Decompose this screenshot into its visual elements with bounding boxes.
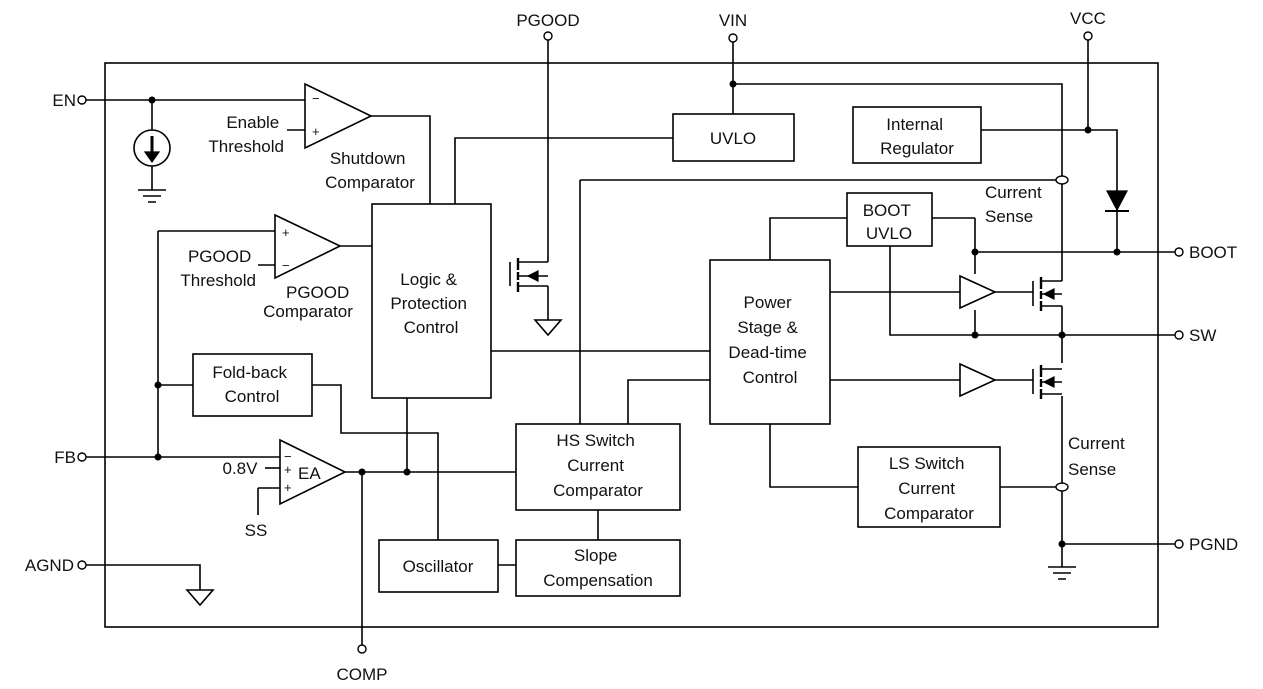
- uvlo-label: UVLO: [710, 129, 756, 148]
- shutdown-comparator: − +: [304, 82, 373, 150]
- slope-compensation-block: [515, 539, 681, 597]
- pin-terminals: [77, 31, 1184, 654]
- svg-text:+: +: [282, 225, 290, 240]
- error-amplifier: − + +: [279, 438, 347, 506]
- svg-text:+: +: [284, 462, 292, 477]
- hs-switch-comparator-block: [515, 423, 681, 511]
- enable-threshold-label: Enable Threshold: [208, 113, 284, 156]
- internal-regulator-label: Internal Regulator: [880, 115, 954, 158]
- slope-compensation-label: Slope Compensation: [543, 546, 653, 590]
- pin-vin-label: VIN: [719, 11, 747, 30]
- hs-switch-comparator-label: HS Switch Current Comparator: [553, 431, 643, 500]
- power-stage-block: [709, 259, 831, 425]
- wires: [86, 40, 1175, 645]
- pin-pgnd-label: PGND: [1189, 535, 1238, 554]
- svg-text:−: −: [284, 449, 292, 464]
- logic-protection-block: [371, 203, 492, 399]
- logic-protection-label: Logic & Protection Control: [390, 270, 471, 337]
- svg-text:−: −: [312, 91, 320, 106]
- foldback-label: Fold-back Control: [212, 363, 291, 406]
- pin-comp-label: COMP: [337, 665, 388, 684]
- uvlo-block: [672, 113, 795, 162]
- boot-uvlo-label: BOOT UVLO: [863, 201, 916, 243]
- internal-regulator-block: [852, 106, 982, 164]
- current-sense-high-icon: [1055, 175, 1069, 185]
- ls-switch-comparator-block: [857, 446, 1001, 528]
- current-sense-low-label: Current Sense: [1068, 434, 1129, 479]
- ea-label: EA: [298, 464, 321, 483]
- pgood-threshold-label: PGOOD Threshold: [180, 247, 256, 290]
- low-side-driver: [959, 362, 997, 398]
- pgood-ground-icon: [533, 319, 563, 337]
- pin-fb-label: FB: [54, 448, 76, 467]
- pin-ss-label: SS: [245, 521, 268, 540]
- current-sense-low-icon: [1055, 482, 1069, 492]
- foldback-block: [192, 353, 313, 417]
- boot-diode-icon: [1105, 190, 1129, 212]
- pin-vcc-label: VCC: [1070, 9, 1106, 28]
- pin-agnd-label: AGND: [25, 556, 74, 575]
- vref-label: 0.8V: [223, 459, 259, 478]
- oscillator-label: Oscillator: [403, 557, 474, 576]
- high-side-driver: [959, 274, 997, 310]
- shutdown-comparator-label: Shutdown Comparator: [325, 149, 415, 192]
- current-sense-high-label: Current Sense: [985, 183, 1046, 226]
- junction-dots: [148, 80, 1121, 548]
- oscillator-block: [378, 539, 499, 593]
- pgood-comparator: + −: [274, 213, 342, 280]
- svg-text:+: +: [312, 124, 320, 139]
- pin-sw-label: SW: [1189, 326, 1216, 345]
- current-source-icon: [133, 129, 171, 167]
- svg-text:+: +: [284, 480, 292, 495]
- low-side-mosfet-icon: [1032, 365, 1062, 399]
- pin-boot-label: BOOT: [1189, 243, 1237, 262]
- boot-uvlo-block: [846, 192, 933, 247]
- ic-boundary: [104, 62, 1159, 628]
- pin-en-label: EN: [52, 91, 76, 110]
- power-stage-label: Power Stage & Dead-time Control: [728, 293, 811, 387]
- pgood-comparator-label: PGOOD Comparator: [263, 283, 354, 321]
- ls-switch-comparator-label: LS Switch Current Comparator: [884, 454, 974, 523]
- high-side-mosfet-icon: [1032, 277, 1062, 311]
- pin-pgood-label: PGOOD: [516, 11, 579, 30]
- pgood-mosfet-icon: [509, 258, 548, 292]
- svg-text:−: −: [282, 258, 290, 273]
